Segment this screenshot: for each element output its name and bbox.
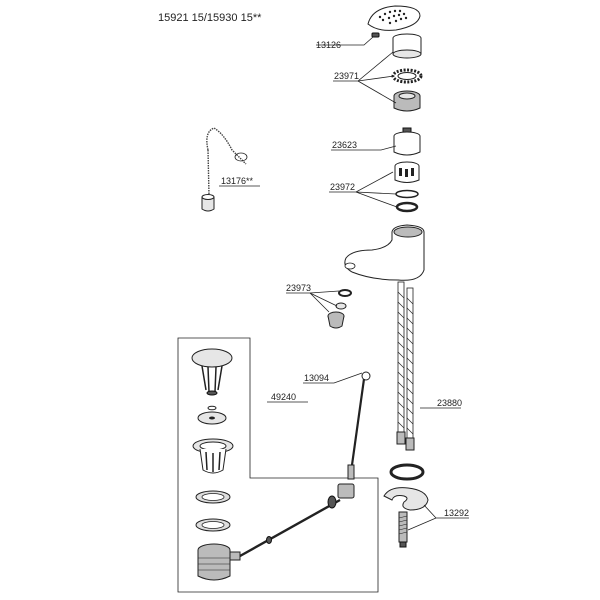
valve-body — [394, 161, 420, 183]
drain-flange — [192, 438, 234, 474]
lift-rod — [347, 371, 371, 480]
label-23623: 23623 — [332, 140, 357, 150]
label-13094: 13094 — [304, 373, 329, 383]
label-49240: 49240 — [271, 392, 296, 402]
label-23880: 23880 — [437, 398, 462, 408]
diagram-title: 15921 15/15930 15** — [158, 12, 262, 24]
flange-washer — [197, 411, 227, 425]
label-23971: 23971 — [334, 71, 359, 81]
chain-and-plug — [201, 127, 248, 212]
nut-part — [393, 90, 421, 112]
screw-part — [371, 32, 380, 38]
label-13292: 13292 — [444, 508, 469, 518]
popup-plug — [191, 348, 233, 396]
sealing-ring-a — [195, 490, 231, 504]
o-ring-upper — [395, 189, 419, 199]
aerator-washer — [338, 289, 352, 297]
small-ring — [207, 405, 217, 411]
spray-head — [367, 5, 421, 31]
horseshoe-plate — [383, 487, 429, 511]
mounting-ring — [389, 463, 425, 481]
sealing-ring-b — [195, 518, 231, 532]
waste-assembly-frame — [177, 337, 379, 593]
label-23973: 23973 — [286, 283, 311, 293]
faucet-body — [344, 224, 425, 281]
gear-ring — [391, 68, 423, 84]
cap-sleeve — [392, 33, 422, 59]
label-13126: 13126 — [316, 40, 341, 50]
cartridge — [393, 127, 421, 156]
aerator — [327, 311, 345, 329]
pivot-rod — [239, 483, 355, 558]
label-13176: 13176** — [221, 176, 254, 186]
leader-lines — [219, 36, 469, 531]
waste-body — [197, 543, 241, 581]
threaded-stud — [398, 511, 408, 548]
supply-hoses — [396, 281, 415, 451]
aerator-gasket — [335, 302, 347, 310]
o-ring-lower — [395, 201, 419, 213]
label-23972: 23972 — [330, 182, 355, 192]
